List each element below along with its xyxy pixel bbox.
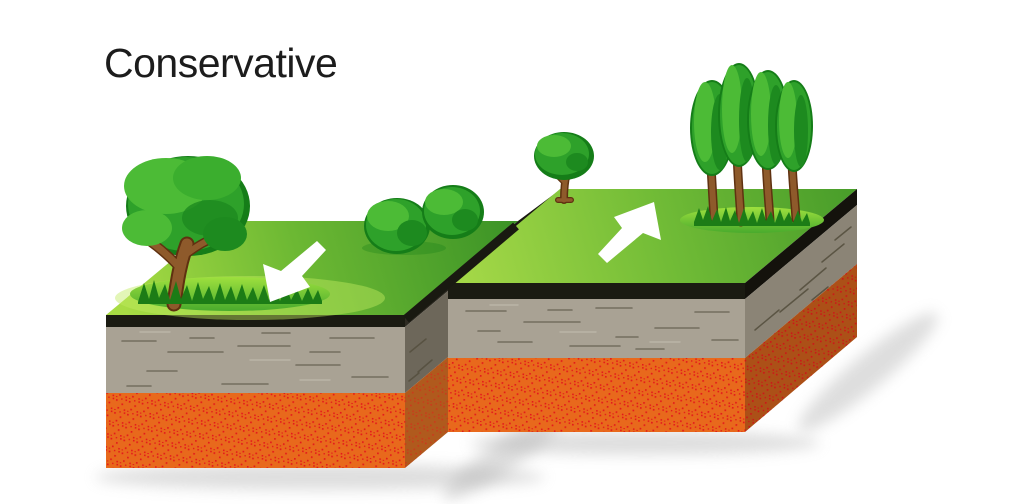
canopy-lobe-left (122, 210, 172, 246)
small-tree-canopy (534, 132, 594, 180)
page-title: Conservative (104, 40, 337, 86)
bush-left (364, 198, 430, 254)
fault-corner-shadow (442, 410, 568, 500)
bush-right (422, 185, 484, 239)
right-plate-shadow (470, 431, 820, 455)
rock-layer (448, 299, 745, 358)
magma-speckle (106, 393, 405, 468)
ground-shadows (95, 312, 938, 500)
rock-layer-side (745, 205, 857, 358)
soil-layer-side (745, 189, 857, 299)
small-tree (534, 132, 594, 204)
soil-layer (106, 315, 405, 327)
right-plate-motion-arrow (598, 202, 661, 263)
left-plate-front-face (106, 315, 405, 468)
grass-blades (694, 206, 810, 226)
poplar-trees (680, 63, 824, 233)
bushes (362, 185, 484, 255)
magma-side-speckle (745, 264, 857, 432)
canopy-lobe-right (203, 217, 247, 251)
fault-top-rim (403, 222, 519, 323)
fault-texture (408, 338, 433, 382)
right-plate-front-face (448, 283, 745, 432)
fault-magma-speckle (405, 357, 448, 468)
right-corner-shadow (798, 312, 938, 432)
soil-layer (448, 283, 745, 299)
fault-rock-face (405, 291, 448, 393)
rock-texture (465, 304, 739, 350)
side-shading (745, 264, 857, 432)
poplar-trunks (706, 147, 801, 227)
poplar-canopies (690, 63, 813, 176)
left-plate-shadow (95, 464, 545, 490)
left-plate-motion-arrow (263, 241, 326, 302)
rock-texture (121, 331, 389, 387)
right-plate-side-face (745, 189, 857, 432)
magma-speckle (448, 358, 745, 432)
